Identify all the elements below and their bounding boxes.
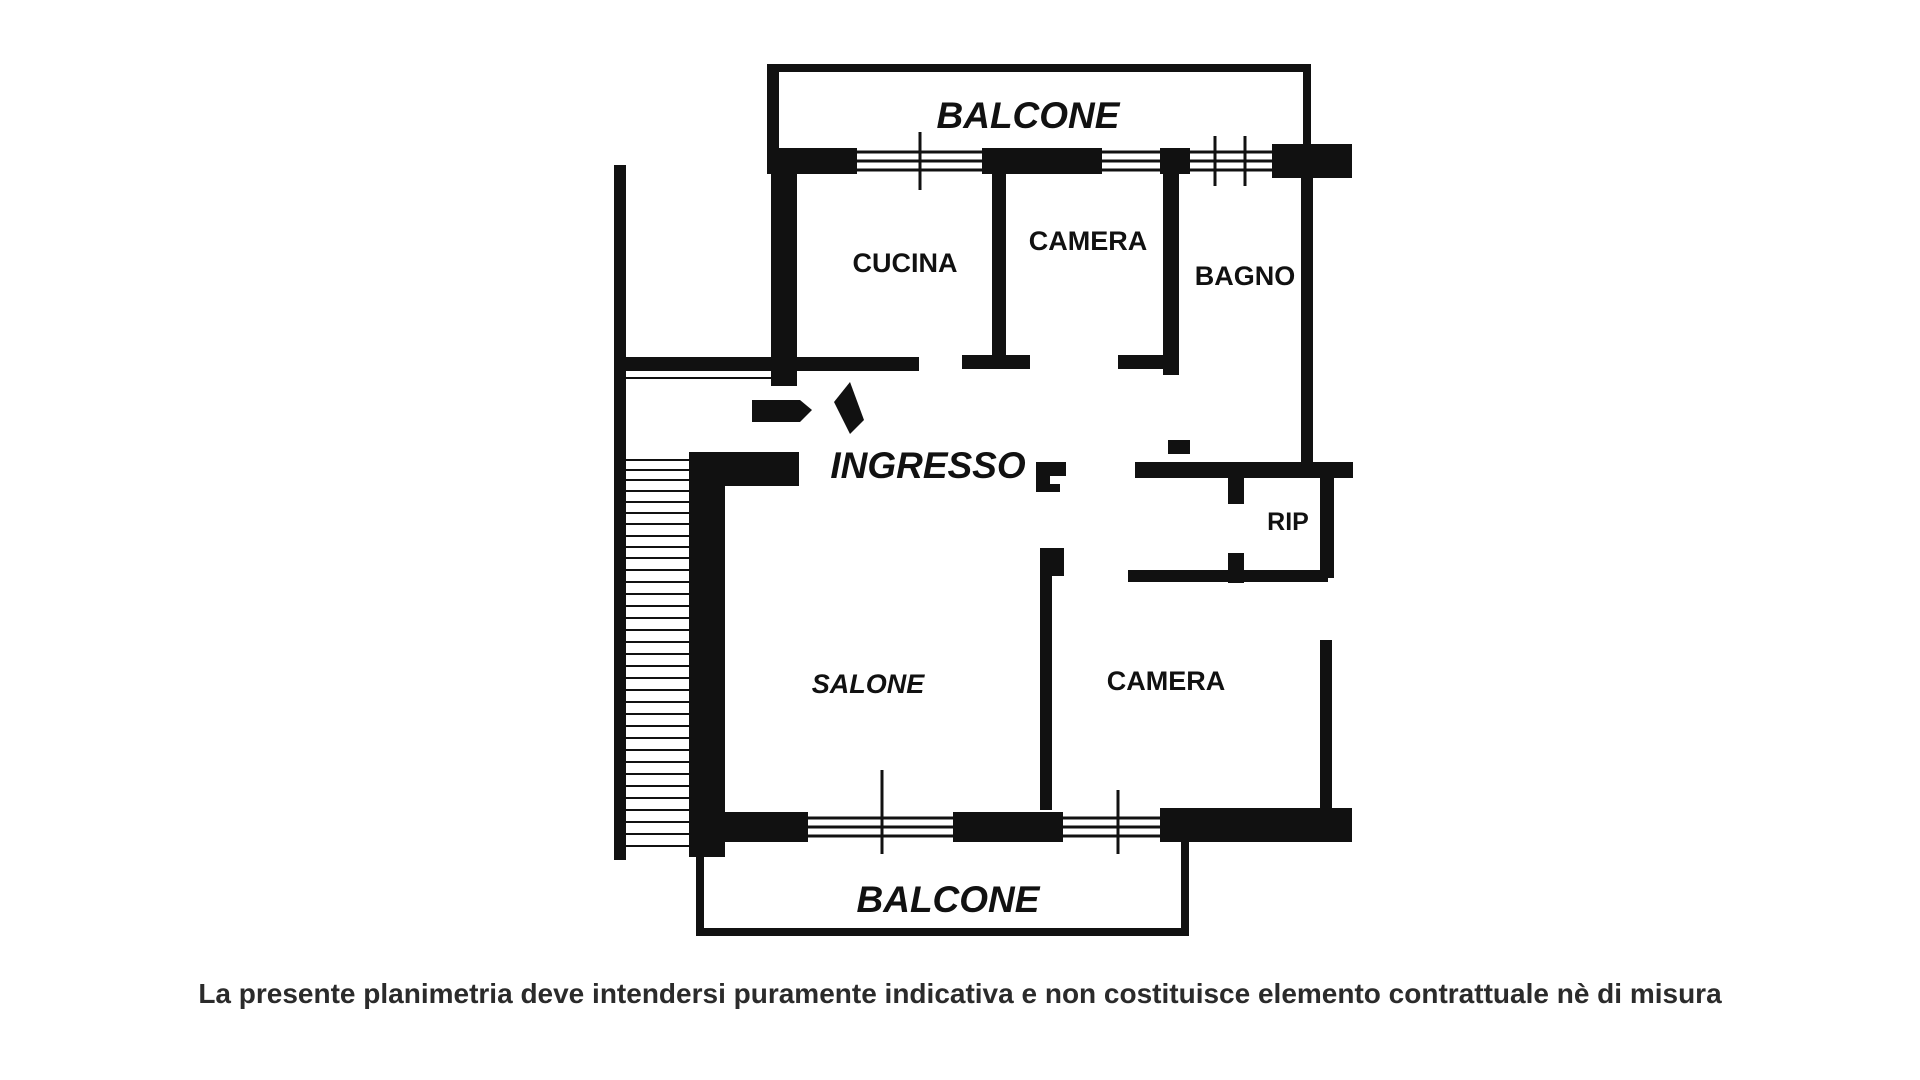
bottom-windows [808,770,1160,854]
entrance-door-marks [752,382,1190,576]
label-ingresso: INGRESSO [830,445,1026,486]
label-cucina: CUCINA [853,248,958,278]
balcony-top-left-wall [767,64,779,164]
label-rip: RIP [1267,508,1309,536]
balcony-bottom-outline [696,840,1189,936]
label-balcone-bottom: BALCONE [857,879,1041,920]
label-balcone-top: BALCONE [937,95,1121,136]
label-camera-top: CAMERA [1029,226,1148,256]
label-camera-bottom: CAMERA [1107,666,1226,696]
label-bagno: BAGNO [1195,261,1296,291]
disclaimer-text: La presente planimetria deve intendersi … [198,978,1722,1009]
bottom-exterior-wall [700,808,1352,842]
balcony-top-outline [771,64,1311,150]
top-windows [857,132,1272,190]
staircase [614,377,771,847]
structural-walls [614,150,1353,860]
label-salone: SALONE [812,669,926,699]
